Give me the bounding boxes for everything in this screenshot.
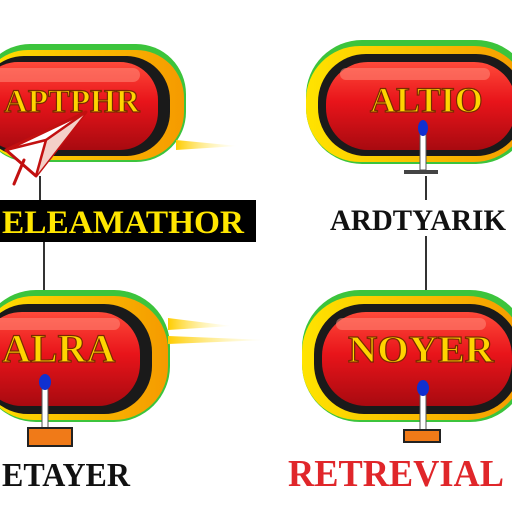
banner-label: ELEAMATHOR: [2, 205, 245, 241]
capsule-top-right: ALTIO: [306, 40, 512, 164]
capsule-label-alra: ALRA: [2, 326, 115, 371]
pin-icon: [404, 120, 438, 174]
capsule-bottom-left: ALRA: [0, 290, 268, 422]
pin-icon: [403, 380, 441, 443]
capsule-bottom-right: NOYER: [302, 290, 512, 422]
banner-eleamathor: ELEAMATHOR: [0, 200, 256, 242]
paper-plane-icon: [4, 110, 88, 186]
caption-retrevial: RETREVIAL: [288, 453, 504, 495]
capsule-label-altio: ALTIO: [370, 80, 483, 120]
caption-ardtyarik: ARDTYARIK: [330, 204, 507, 237]
capsule-label-noyer: NOYER: [348, 329, 495, 371]
pin-icon: [27, 374, 73, 447]
capsule-label-aptphr: APTPHR: [4, 84, 141, 120]
caption-etayer: ETAYER: [2, 457, 130, 494]
